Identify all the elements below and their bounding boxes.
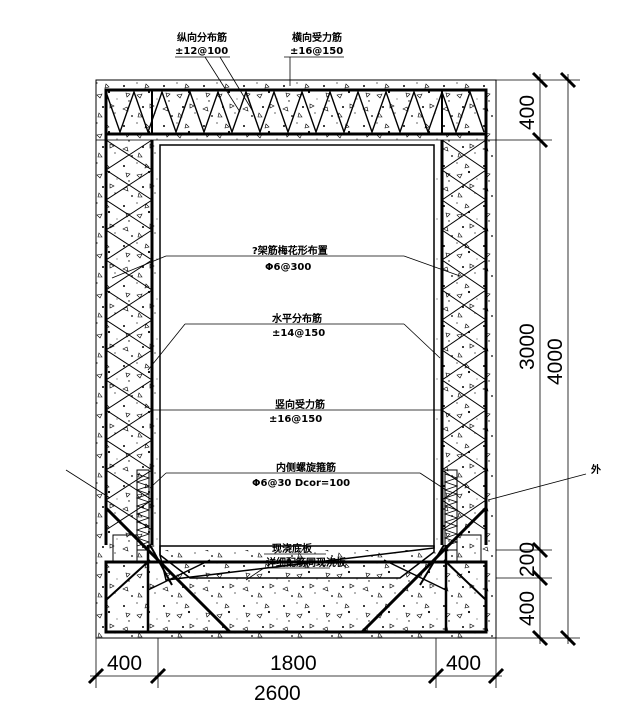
callout-labels: 纵向分布筋 ±12@100 横向受力筋 ±16@150 ?架筋梅花形布置 Φ6@…	[175, 31, 601, 569]
lattice-bar-name: ?架筋梅花形布置	[252, 244, 328, 257]
vertical-bar-spec: ±16@150	[269, 414, 322, 425]
dim-right-4000: 4000	[544, 338, 567, 385]
outer-label: 外	[590, 463, 601, 476]
top-slab-truss-bars	[105, 89, 485, 135]
dimension-labels: 400 3000 4000 200 400 400 1800 400 2600	[107, 95, 567, 705]
top-right-bar-spec: ±16@150	[290, 46, 343, 57]
dim-right-200: 200	[516, 542, 539, 577]
dim-right-400-top: 400	[516, 95, 539, 130]
base-slab-note: 详细配筋同现浇板	[266, 556, 347, 569]
horizontal-bar-spec: ±14@150	[272, 328, 325, 339]
dimension-lines	[87, 71, 580, 688]
base-slab-name: 现浇底板	[272, 542, 313, 555]
top-right-bar-name: 横向受力筋	[292, 31, 342, 44]
base-slab-cage	[104, 560, 488, 634]
spiral-stirrup-name: 内侧螺旋箍筋	[276, 461, 336, 474]
dim-bottom-2600: 2600	[254, 682, 301, 705]
section-outline	[95, 79, 497, 639]
top-left-bar-name: 纵向分布筋	[177, 31, 227, 44]
spiral-stirrup-spec: Φ6@30 Dcor=100	[252, 478, 350, 489]
top-left-bar-spec: ±12@100	[175, 46, 228, 57]
base-void-edge	[159, 545, 435, 579]
dim-bottom-400-left: 400	[107, 652, 142, 675]
horizontal-bar-name: 水平分布筋	[271, 312, 322, 325]
lattice-bar-spec: Φ6@300	[265, 262, 311, 273]
dim-right-400-bottom: 400	[516, 591, 539, 626]
dim-bottom-1800: 1800	[270, 652, 317, 675]
vertical-bar-name: 竖向受力筋	[275, 398, 325, 411]
dim-bottom-400-right: 400	[446, 652, 481, 675]
reinforcement	[104, 88, 488, 634]
inner-void	[159, 144, 435, 581]
callout-leaders	[65, 56, 587, 581]
dim-right-3000: 3000	[516, 323, 539, 370]
